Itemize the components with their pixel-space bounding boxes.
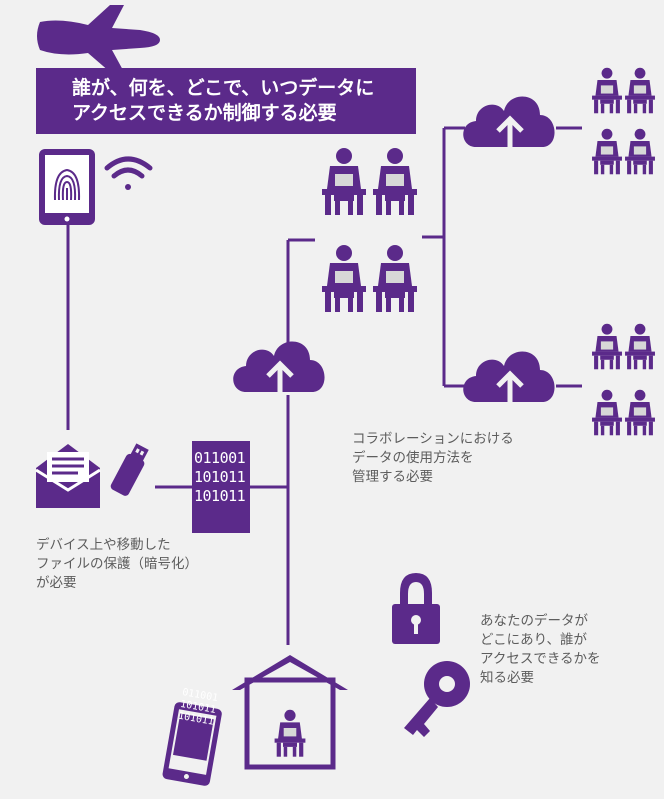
binary-tablet-text: 011001 101011 101011 (177, 687, 219, 728)
headline-banner: 誰が、何を、どこで、いつデータに アクセスできるか制御する必要 (36, 68, 416, 134)
email-icon (35, 444, 101, 508)
fingerprint-tablet-icon (39, 149, 95, 225)
key-icon (404, 661, 470, 737)
tablet-icon (162, 702, 222, 786)
connector-lines (66, 126, 582, 645)
collaboration-caption: コラボレーションにおける データの使用方法を 管理する必要 (352, 431, 514, 485)
headline-line-1: 誰が、何を、どこで、いつデータに (72, 77, 375, 99)
binary-data-icon (192, 441, 250, 533)
usb-drive-icon (110, 443, 149, 496)
team-workers-icon (592, 67, 655, 436)
binary-card-text: 011001 101011 101011 (194, 449, 246, 505)
home-worker-icon (232, 655, 348, 770)
device-protection-caption: デバイス上や移動した ファイルの保護（暗号化） が必要 (36, 537, 198, 591)
headline-line-2: アクセスできるか制御する必要 (72, 102, 337, 124)
airplane-icon (37, 5, 160, 72)
lock-icon (392, 573, 440, 644)
data-awareness-caption: あなたのデータが どこにあり、誰が アクセスできるかを 知る必要 (480, 613, 601, 686)
wifi-icon (104, 156, 153, 190)
office-workers-icon (322, 148, 417, 312)
